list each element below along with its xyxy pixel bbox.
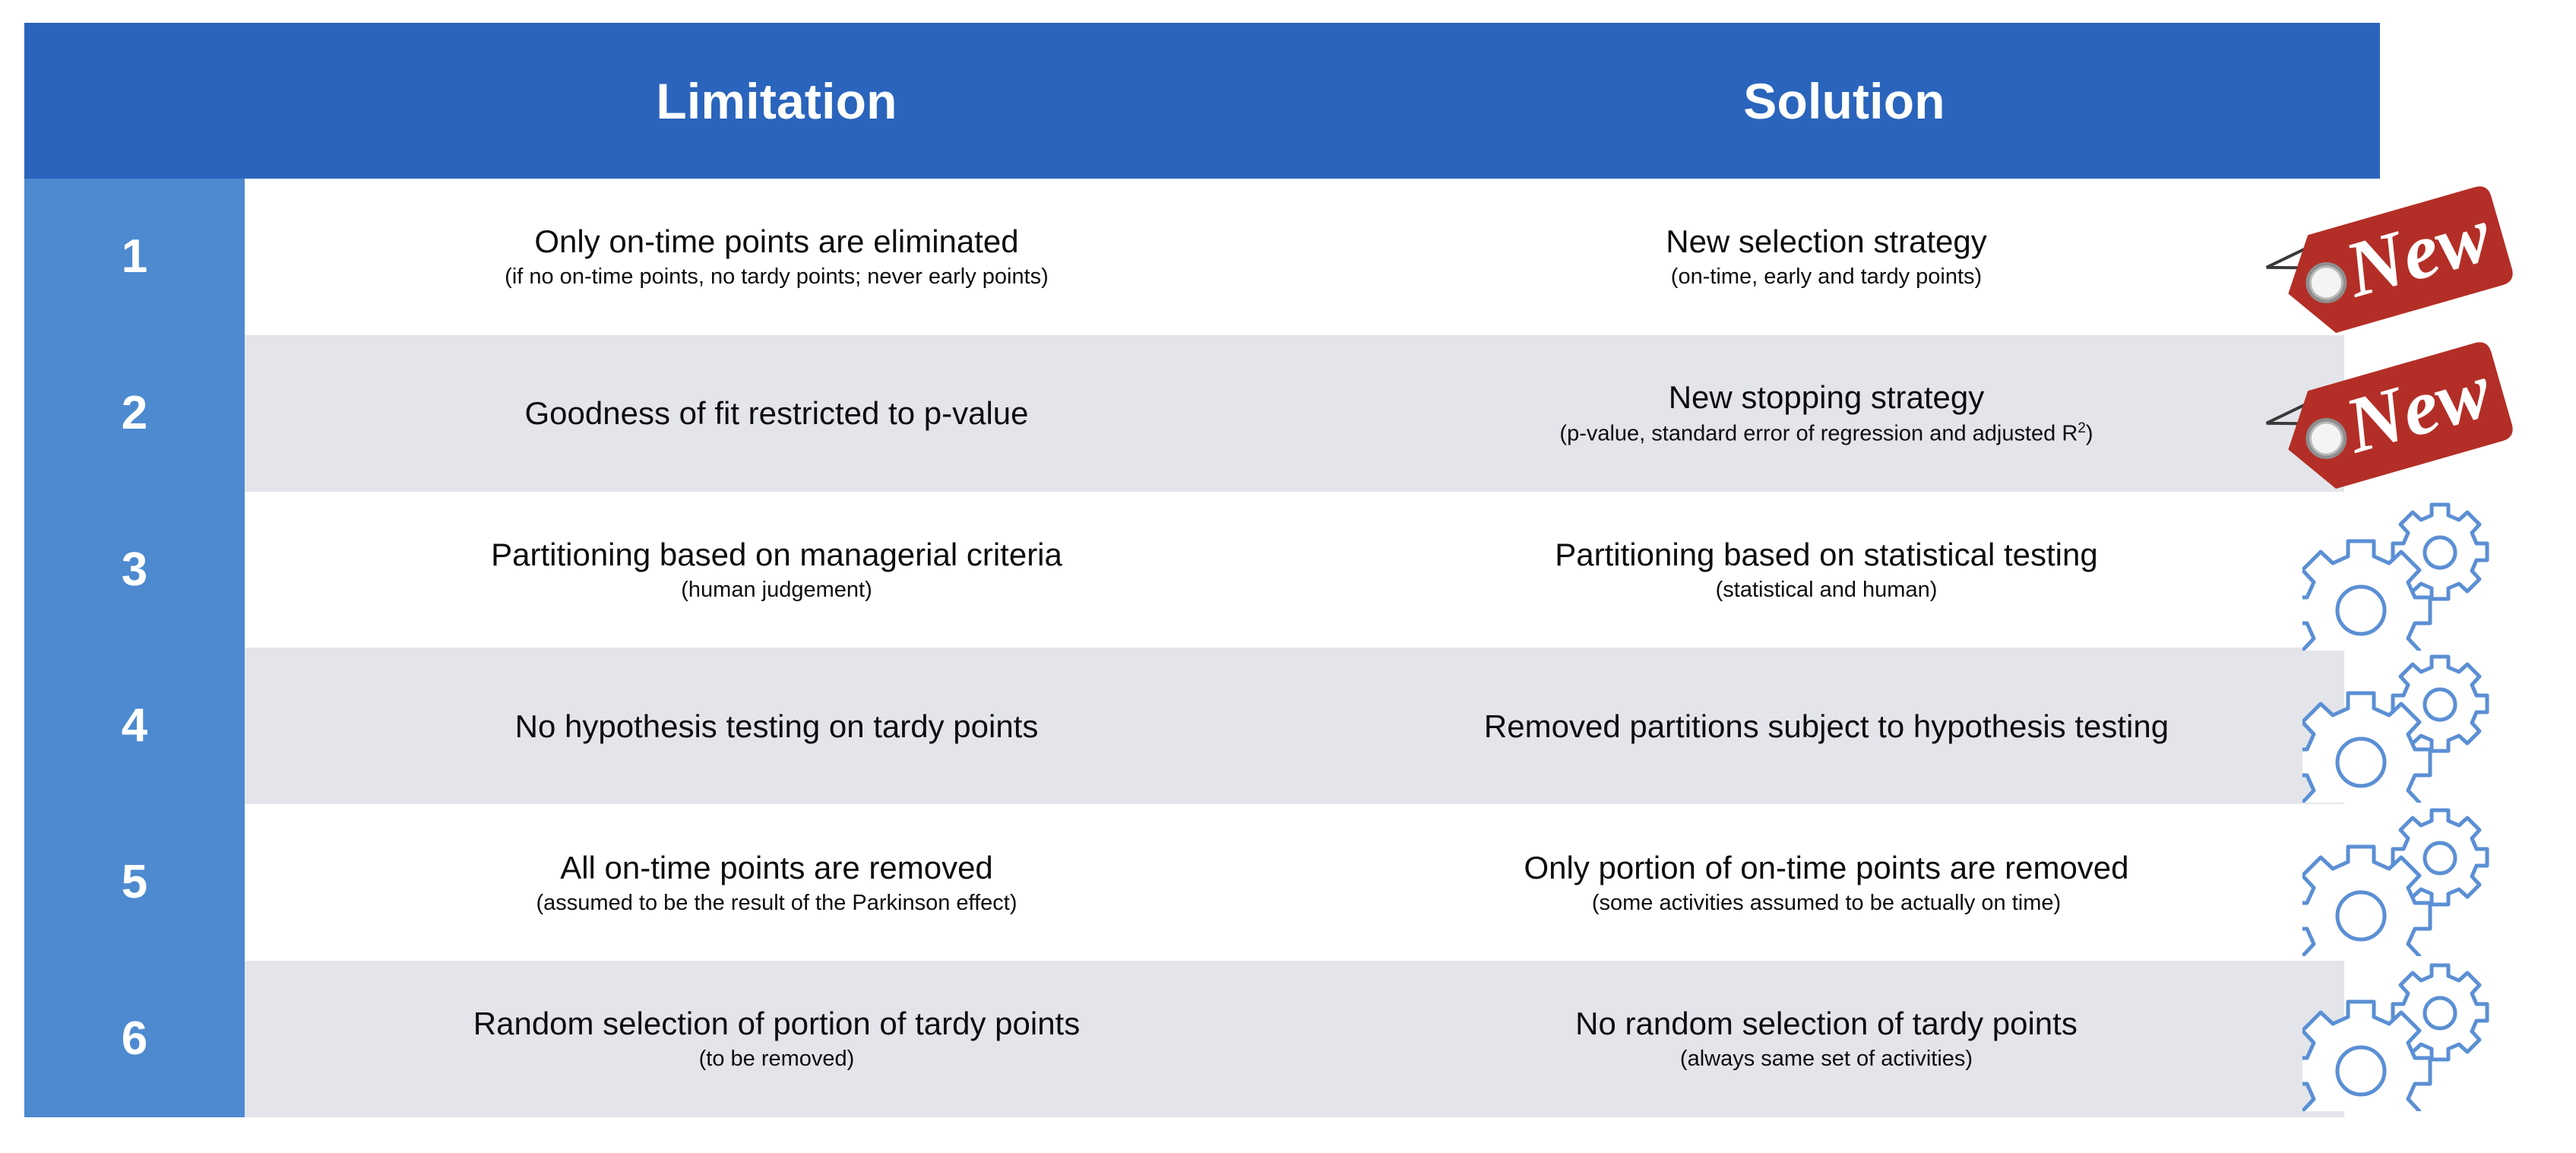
cell-limitation: Only on-time points are eliminated (if n…: [245, 223, 1309, 290]
badge-slot-row-3: [2295, 494, 2546, 651]
cell-solution: Only portion of on-time points are remov…: [1309, 850, 2344, 916]
cell-limitation: Partitioning based on managerial criteri…: [245, 537, 1309, 603]
table-row[interactable]: Only on-time points are eliminated (if n…: [245, 179, 2344, 335]
table-row[interactable]: No hypothesis testing on tardy points Re…: [245, 648, 2344, 805]
row-number-6: 6: [121, 1012, 148, 1066]
limitation-main-text: Goodness of fit restricted to p-value: [524, 395, 1029, 432]
gears-icon: [2302, 808, 2489, 956]
header-title-solution: Solution: [1743, 72, 1945, 129]
gear-large-icon: [2302, 844, 2432, 956]
solution-sub-prefix: (p-value, standard error of regression a…: [1559, 421, 2078, 446]
solution-main-text: No random selection of tardy points: [1575, 1006, 2078, 1042]
table-row[interactable]: Random selection of portion of tardy poi…: [245, 961, 2344, 1117]
cell-solution: No random selection of tardy points (alw…: [1309, 1006, 2344, 1072]
row-number-5: 5: [121, 856, 148, 909]
limitation-sub-text: (if no on-time points, no tardy points; …: [505, 264, 1049, 290]
cell-limitation: No hypothesis testing on tardy points: [245, 708, 1309, 744]
table-rows: Only on-time points are eliminated (if n…: [245, 179, 2344, 1117]
solution-sub-superscript: 2: [2078, 420, 2086, 437]
limitation-sub-text: (assumed to be the result of the Parkins…: [536, 890, 1017, 915]
cell-limitation: All on-time points are removed (assumed …: [245, 850, 1309, 916]
badge-slot-row-5: [2295, 800, 2546, 956]
gear-large-icon: [2302, 999, 2432, 1111]
new-tag-icon: New: [2265, 342, 2513, 489]
header-title-limitation: Limitation: [656, 72, 897, 129]
limitation-main-text: Only on-time points are eliminated: [534, 223, 1019, 260]
limitation-sub-text: (human judgement): [681, 577, 872, 602]
row-number-1: 1: [121, 230, 148, 283]
gears-icon: [2302, 654, 2489, 803]
cell-limitation: Random selection of portion of tardy poi…: [245, 1006, 1309, 1072]
new-tag-icon: New: [2265, 186, 2513, 334]
gear-large-icon: [2302, 691, 2432, 803]
cell-solution: New selection strategy (on-time, early a…: [1309, 223, 2344, 290]
row-number-2: 2: [121, 386, 148, 439]
table-row[interactable]: Goodness of fit restricted to p-value Ne…: [245, 334, 2344, 492]
solution-sub-text: (some activities assumed to be actually …: [1591, 890, 2062, 915]
cell-solution: New stopping strategy (p-value, standard…: [1309, 379, 2344, 447]
limitation-main-text: Random selection of portion of tardy poi…: [473, 1006, 1081, 1042]
row-number-4: 4: [121, 699, 148, 752]
badge-slot-row-6: [2295, 955, 2546, 1111]
badge-slot-row-1: New: [2264, 186, 2515, 343]
solution-sub-suffix: ): [2085, 421, 2093, 446]
solution-main-text: Removed partitions subject to hypothesis…: [1483, 708, 2169, 744]
row-number-column: 1 2 3 4 5 6: [24, 179, 245, 1117]
badge-slot-row-2: New: [2264, 342, 2515, 499]
new-tag-label: New: [2335, 346, 2500, 470]
gears-icon: [2302, 502, 2489, 651]
solution-sub-text: (statistical and human): [1715, 577, 1938, 602]
table-row[interactable]: All on-time points are removed (assumed …: [245, 804, 2344, 961]
new-tag-label: New: [2335, 190, 2500, 315]
header-index-spacer: [24, 23, 245, 179]
solution-main-text: New selection strategy: [1666, 223, 1987, 260]
solution-sub-text: (always same set of activities): [1679, 1047, 1973, 1072]
gears-icon: [2302, 963, 2489, 1111]
limitation-main-text: Partitioning based on managerial criteri…: [491, 536, 1062, 572]
table-row[interactable]: Partitioning based on managerial criteri…: [245, 491, 2344, 648]
cell-limitation: Goodness of fit restricted to p-value: [245, 395, 1309, 431]
badge-slot-row-4: [2295, 646, 2546, 803]
cell-solution: Removed partitions subject to hypothesis…: [1309, 708, 2344, 744]
solution-main-text: Partitioning based on statistical testin…: [1555, 536, 2098, 572]
gear-large-icon: [2302, 539, 2432, 651]
solution-sub-text: (p-value, standard error of regression a…: [1559, 420, 2093, 447]
solution-sub-text: (on-time, early and tardy points): [1670, 264, 1983, 290]
header-cell-solution: Solution: [1309, 23, 2380, 179]
table-header-band: Limitation Solution: [24, 23, 2380, 179]
solution-main-text: New stopping strategy: [1668, 379, 1985, 416]
row-number-3: 3: [121, 543, 148, 596]
limitation-main-text: No hypothesis testing on tardy points: [514, 708, 1039, 744]
solution-main-text: Only portion of on-time points are remov…: [1524, 849, 2129, 885]
header-cell-limitation: Limitation: [245, 23, 1309, 179]
limitation-main-text: All on-time points are removed: [560, 849, 993, 885]
limitation-sub-text: (to be removed): [698, 1047, 855, 1072]
cell-solution: Partitioning based on statistical testin…: [1309, 537, 2344, 603]
